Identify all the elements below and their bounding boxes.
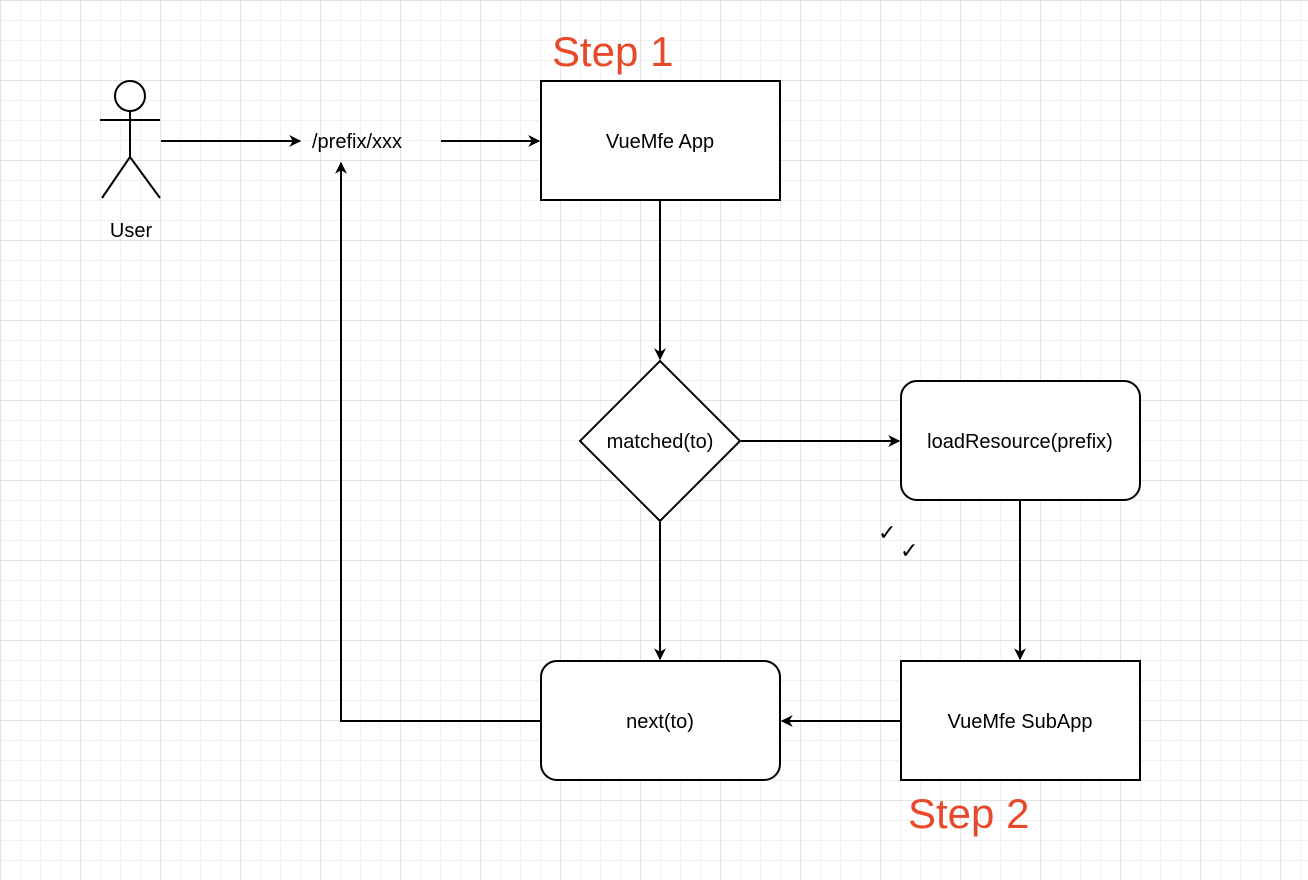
load-resource-node: loadResource(prefix) (900, 380, 1141, 501)
route-label: /prefix/xxx (312, 131, 402, 153)
vuemfe-subapp-node: VueMfe SubApp (900, 660, 1141, 781)
next-node: next(to) (540, 660, 781, 781)
user-actor-icon (100, 80, 161, 199)
load-resource-label: loadResource(prefix) (927, 431, 1113, 453)
vuemfe-app-node: VueMfe App (540, 80, 781, 201)
vuemfe-app-label: VueMfe App (606, 131, 714, 153)
checkmark-icon: ✓ (900, 539, 918, 564)
next-to-route-arrow (335, 161, 540, 722)
step-1-label: Step 1 (552, 28, 673, 75)
next-label: next(to) (626, 711, 694, 733)
matched-decision-node: matched(to) (578, 359, 742, 523)
vuemfe-subapp-label: VueMfe SubApp (948, 711, 1093, 733)
checkmark-icon: ✓ (878, 521, 896, 546)
matched-label: matched(to) (607, 431, 714, 453)
step-2-label: Step 2 (908, 790, 1029, 837)
user-label: User (110, 220, 153, 242)
